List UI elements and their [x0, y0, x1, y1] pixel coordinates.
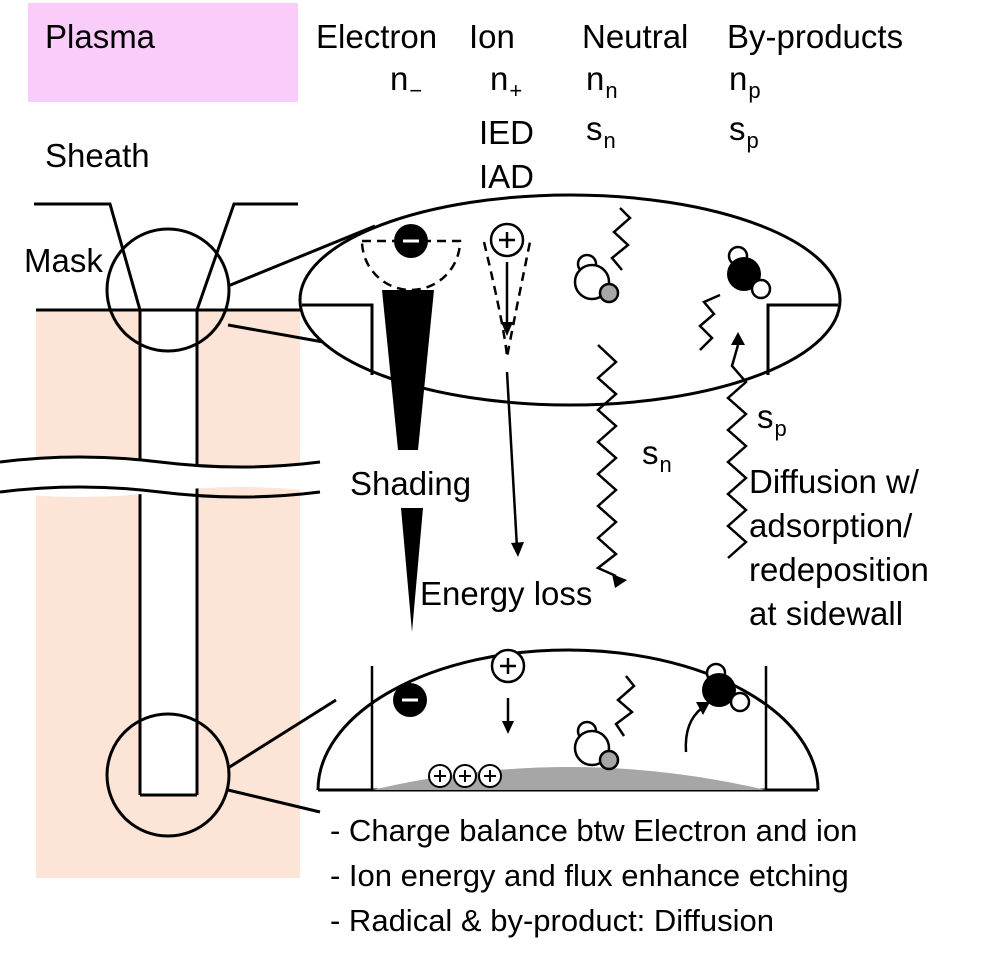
ion-angular-distribution [482, 241, 532, 358]
ion-energy-distribution: IED [479, 114, 535, 151]
arrowhead [501, 322, 513, 336]
bullet-item: - Ion energy and flux enhance etching [330, 858, 849, 893]
diffusion-text: Diffusion w/ adsorption/ redeposition at… [749, 460, 929, 636]
trench [140, 312, 197, 795]
electron-shading-arc [360, 239, 462, 292]
neutral-sticking: sn [586, 110, 616, 153]
zoom-circle-bottom [105, 712, 231, 838]
plasma-region [28, 3, 298, 102]
neutral-zigzag-path [595, 344, 618, 578]
arrowhead [612, 574, 627, 588]
zoom-line [227, 698, 337, 770]
zoom-circle-top [105, 227, 231, 353]
energy-loss-label: Energy loss [420, 575, 593, 612]
sheath-label: Sheath [45, 137, 150, 174]
arrowhead [502, 721, 514, 734]
byproduct-zigzag-path [726, 344, 748, 559]
shading-wedge-lower [401, 508, 423, 632]
diffusion-line: Diffusion w/ [749, 463, 919, 500]
ion-angular-distribution-label: IAD [479, 158, 535, 195]
neutral-title: Neutral [582, 18, 689, 55]
break-mark-top [0, 455, 321, 469]
sn-label: sn [642, 434, 672, 477]
zoom-ellipse-bottom [316, 648, 820, 791]
summary-bullets: - Charge balance btw Electron and ion - … [330, 808, 857, 943]
ion-path-arrow [505, 371, 519, 549]
byproduct-wavy-trail [698, 293, 721, 351]
byproduct-atom-large [702, 673, 736, 707]
neutral-density: nn [586, 60, 618, 103]
byproducts-sticking: sp [729, 110, 759, 153]
plasma-label: Plasma [45, 18, 156, 55]
neutral-atom-gray [598, 282, 620, 304]
neutral-wavy-trail [610, 207, 632, 271]
shading-label: Shading [350, 465, 472, 502]
break-mark-bottom [0, 485, 321, 499]
shading-wedge-upper [382, 290, 434, 450]
byproduct-atom-small [750, 278, 772, 300]
arrowhead [511, 542, 524, 557]
arrowhead [696, 702, 710, 715]
sp-label: sp [757, 398, 787, 441]
ion-density: n+ [490, 60, 523, 103]
electron-title: Electron [316, 18, 438, 55]
byproducts-title: By-products [727, 18, 904, 55]
diffusion-line: at sidewall [749, 595, 904, 632]
zoom-line [227, 788, 321, 814]
desorption-arrow [684, 707, 703, 753]
neutral-atom-gray [598, 749, 620, 771]
trench-edge-left [302, 303, 374, 375]
neutral-wavy-trail [614, 675, 636, 737]
zoom-line [227, 224, 376, 288]
bullet-item: - Charge balance btw Electron and ion [330, 813, 858, 848]
byproduct-atom-large [727, 257, 761, 291]
diffusion-line: adsorption/ [749, 507, 913, 544]
diffusion-line: redeposition [749, 551, 929, 588]
electron-density: n− [390, 60, 423, 103]
bullet-item: - Radical & by-product: Diffusion [330, 903, 774, 938]
surface-positive-charges [428, 764, 502, 788]
byproducts-density: np [729, 60, 761, 103]
arrowhead [731, 332, 745, 345]
mask-label: Mask [24, 242, 103, 279]
zoom-ellipse-top [298, 193, 842, 407]
ion-title: Ion [469, 18, 515, 55]
trench-edge-right [766, 303, 838, 375]
byproduct-atom-small [729, 691, 751, 713]
